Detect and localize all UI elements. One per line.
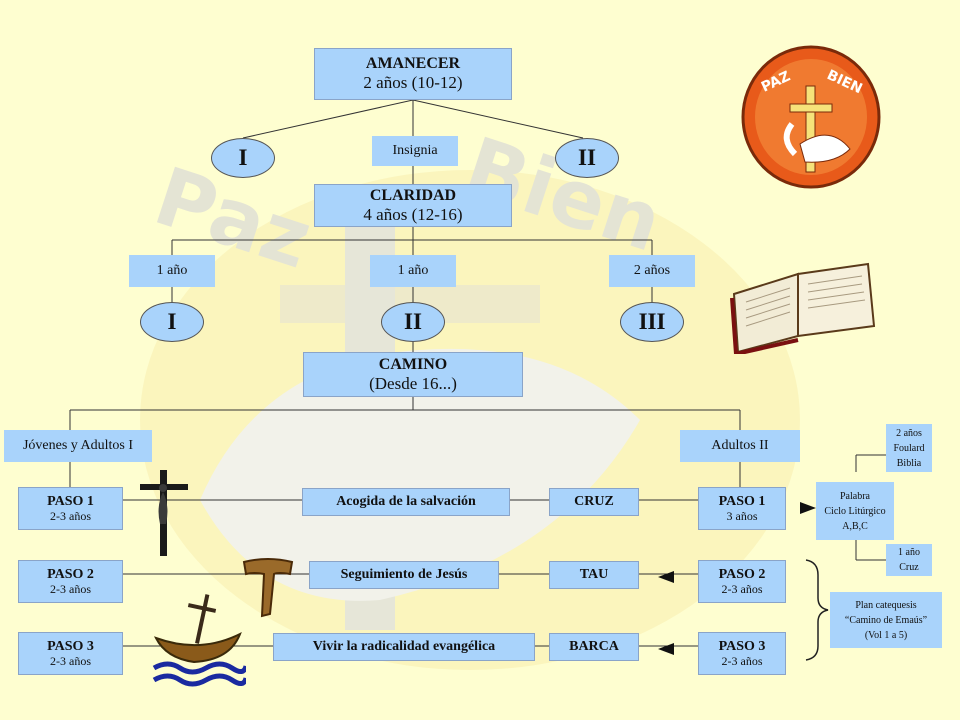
plan-catequesis-box: Plan catequesis “Camino de Emaús” (Vol 1… bbox=[830, 592, 942, 648]
claridad-duration-2: 1 año bbox=[370, 255, 456, 287]
adultos-title-box: Adultos II bbox=[680, 430, 800, 462]
jovenes-paso-2: PASO 2 2-3 años bbox=[18, 560, 123, 603]
amanecer-title: AMANECER bbox=[365, 55, 461, 73]
claridad-stage-1: I bbox=[140, 302, 204, 342]
palabra-box: Palabra Ciclo Litúrgico A,B,C bbox=[816, 482, 894, 540]
bible-icon bbox=[730, 262, 876, 354]
camino-title: CAMINO bbox=[378, 355, 448, 373]
symbol-barca: BARCA bbox=[549, 633, 639, 661]
camino-subtitle: (Desde 16...) bbox=[369, 373, 457, 393]
claridad-duration-1: 1 año bbox=[129, 255, 215, 287]
amanecer-subtitle: 2 años (10-12) bbox=[363, 73, 463, 93]
theme-seguimiento: Seguimiento de Jesús bbox=[309, 561, 499, 589]
adultos-paso-1: PASO 1 3 años bbox=[698, 487, 786, 530]
claridad-duration-3: 2 años bbox=[609, 255, 695, 287]
boat-icon bbox=[152, 594, 246, 687]
crucifix-icon bbox=[140, 470, 188, 556]
claridad-title: CLARIDAD bbox=[369, 186, 457, 204]
jovenes-title: Jóvenes y Adultos I bbox=[22, 437, 134, 453]
jovenes-paso-3: PASO 3 2-3 años bbox=[18, 632, 123, 675]
amanecer-stage-2: II bbox=[555, 138, 619, 178]
jovenes-title-box: Jóvenes y Adultos I bbox=[4, 430, 152, 462]
symbol-cruz: CRUZ bbox=[549, 488, 639, 516]
symbol-tau: TAU bbox=[549, 561, 639, 589]
camino-box: CAMINO (Desde 16...) bbox=[303, 352, 523, 397]
claridad-subtitle: 4 años (12-16) bbox=[363, 204, 463, 224]
paz-bien-logo: PAZ BIEN bbox=[741, 45, 881, 189]
jovenes-paso-1: PASO 1 2-3 años bbox=[18, 487, 123, 530]
claridad-stage-2: II bbox=[381, 302, 445, 342]
claridad-stage-3: III bbox=[620, 302, 684, 342]
cruz-side-box: 1 año Cruz bbox=[886, 544, 932, 576]
insignia-label: Insignia bbox=[392, 142, 438, 158]
theme-radicalidad: Vivir la radicalidad evangélica bbox=[273, 633, 535, 661]
adultos-title: Adultos II bbox=[711, 437, 769, 453]
amanecer-stage-1: I bbox=[211, 138, 275, 178]
adultos-paso-2: PASO 2 2-3 años bbox=[698, 560, 786, 603]
amanecer-box: AMANECER 2 años (10-12) bbox=[314, 48, 512, 100]
insignia-box: Insignia bbox=[372, 136, 458, 166]
claridad-box: CLARIDAD 4 años (12-16) bbox=[314, 184, 512, 227]
theme-acogida: Acogida de la salvación bbox=[302, 488, 510, 516]
tau-icon bbox=[242, 558, 294, 618]
adultos-paso-3: PASO 3 2-3 años bbox=[698, 632, 786, 675]
foulard-box: 2 años Foulard Biblia bbox=[886, 424, 932, 472]
